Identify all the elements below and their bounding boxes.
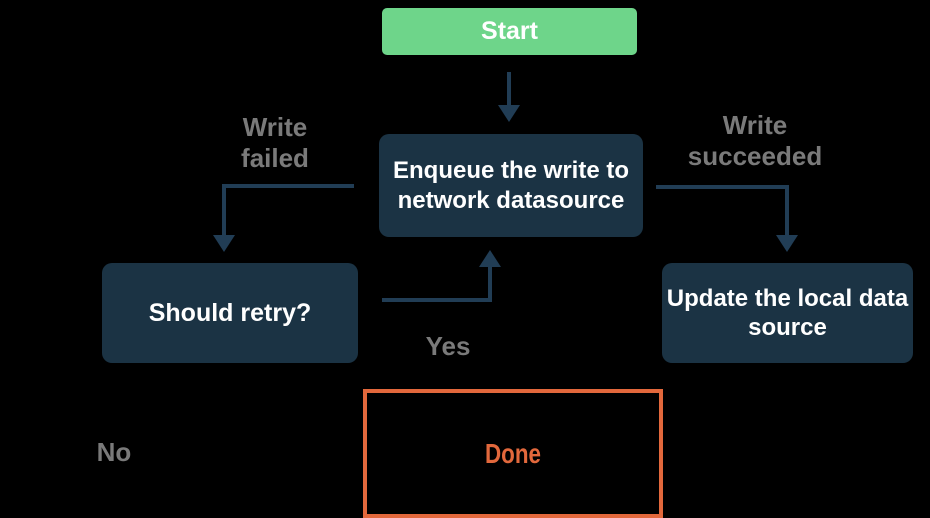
- edge-line: [382, 265, 492, 302]
- node-start-label: Start: [481, 17, 538, 45]
- edge-label-no: No: [96, 437, 132, 467]
- node-enqueue-label-line1: Enqueue the write to: [392, 156, 629, 184]
- node-enqueue: Enqueue the write to network datasource: [379, 134, 643, 237]
- node-should-retry-label: Should retry?: [148, 298, 312, 327]
- edge-label-yes: Yes: [425, 331, 471, 361]
- node-done-label: Done: [485, 437, 541, 469]
- node-update-local-label-line1: Update the local data: [666, 285, 909, 312]
- arrowhead-down-icon: [498, 105, 520, 122]
- edge-label-write-failed-line1: Write: [242, 112, 308, 142]
- node-update-local-label-line2: source: [748, 314, 827, 341]
- edge-label-write-succeeded-line2: succeeded: [687, 141, 823, 171]
- edge-write-succeeded: [656, 185, 798, 252]
- edge-label-write-succeeded: Write succeeded: [675, 110, 835, 172]
- node-start: Start: [382, 8, 637, 55]
- node-done: Done: [363, 389, 663, 518]
- node-should-retry: Should retry?: [102, 263, 358, 363]
- node-enqueue-label-line2: network datasource: [397, 186, 625, 214]
- edge-label-write-succeeded-line1: Write: [722, 110, 788, 140]
- arrowhead-down-icon: [776, 235, 798, 252]
- edge-yes-retry: [382, 250, 501, 302]
- edge-label-write-failed: Write failed: [205, 112, 345, 174]
- edge-write-failed: [213, 184, 354, 252]
- edge-line: [222, 184, 354, 237]
- edge-start-to-enqueue: [498, 72, 520, 122]
- edge-line: [656, 185, 789, 237]
- arrowhead-up-icon: [479, 250, 501, 267]
- node-update-local: Update the local data source: [662, 263, 913, 363]
- edge-label-write-failed-line2: failed: [241, 143, 309, 173]
- arrowhead-down-icon: [213, 235, 235, 252]
